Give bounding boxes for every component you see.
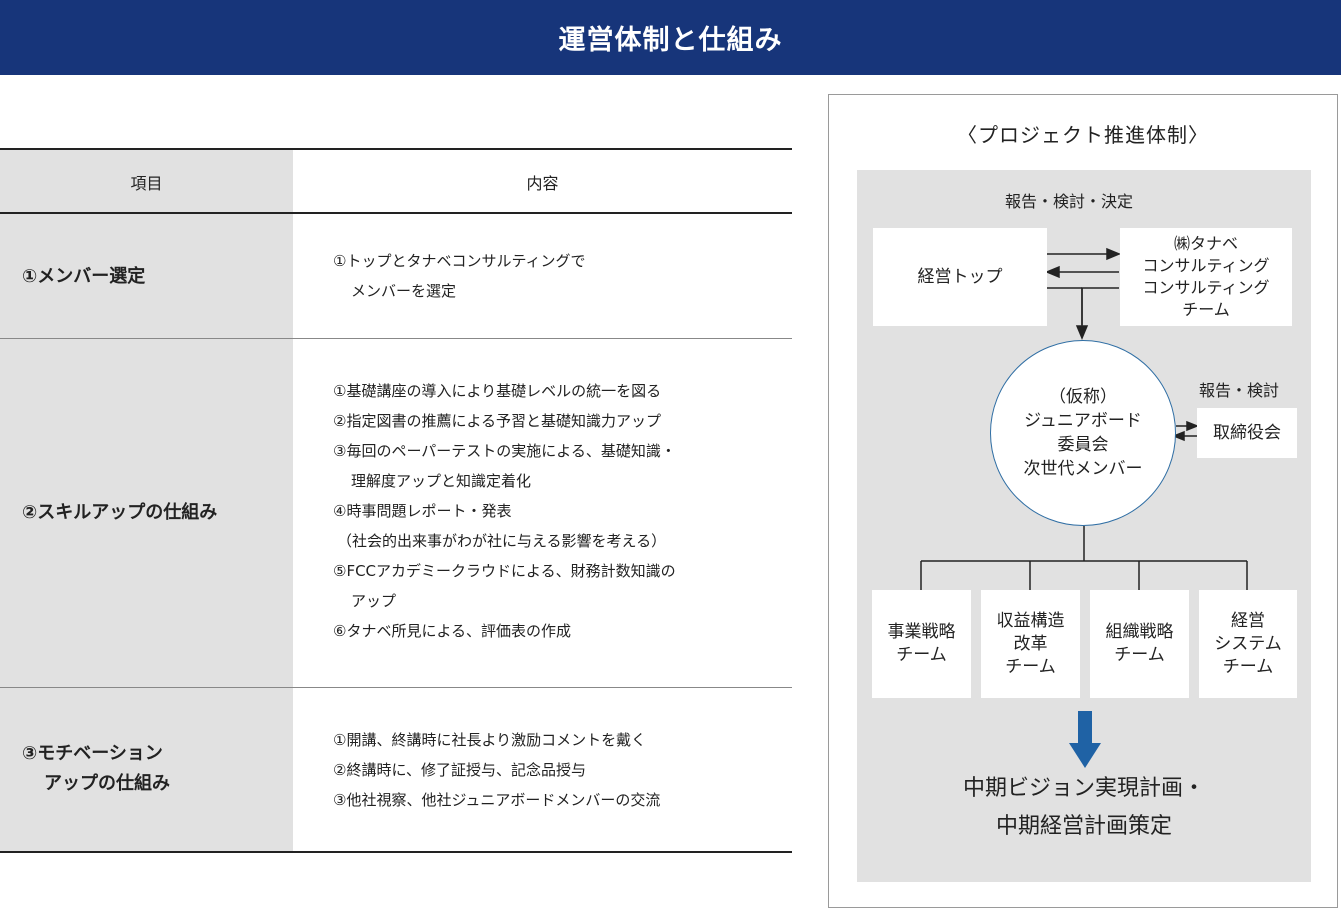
team-box-organization-strategy: 組織戦略 チーム (1090, 590, 1189, 698)
system-table: 項目 内容 ①メンバー選定 ①トップとタナベコンサルティングで メンバーを選定 … (0, 148, 792, 853)
table-row: ②スキルアップの仕組み ①基礎講座の導入により基礎レベルの統一を図る ②指定図書… (0, 339, 792, 687)
connector-lines (920, 247, 1248, 768)
board-of-directors-box: 取締役会 (1197, 408, 1297, 458)
consult-connector (1081, 287, 1119, 325)
row-content: ①トップとタナベコンサルティングで メンバーを選定 (333, 252, 586, 300)
table-header-row: 項目 内容 (0, 148, 792, 212)
page-header: 運営体制と仕組み (0, 0, 1341, 75)
table-row: ①メンバー選定 ①トップとタナベコンサルティングで メンバーを選定 (0, 214, 792, 338)
result-arrow (1069, 711, 1101, 768)
team-box-profit-structure: 収益構造 改革 チーム (981, 590, 1080, 698)
panel-title: 〈プロジェクト推進体制〉 (957, 123, 1209, 147)
column-header-content: 内容 (526, 174, 559, 193)
column-header-item: 項目 (130, 174, 163, 193)
final-goal-text: 中期ビジョン実現計画・ 中期経営計画策定 (962, 776, 1205, 839)
table-bottom-rule (0, 851, 792, 853)
row-divider (0, 687, 792, 688)
table-header-rule (0, 212, 792, 214)
row-content: ①基礎講座の導入により基礎レベルの統一を図る ②指定図書の推薦による予習と基礎知… (333, 382, 676, 640)
consulting-team-box: ㈱タナベ コンサルティング コンサルティング チーム (1120, 228, 1292, 326)
project-structure-panel: 〈プロジェクト推進体制〉 (828, 94, 1338, 908)
management-top-box: 経営トップ (873, 228, 1047, 326)
row-item-label: ②スキルアップの仕組み (22, 502, 218, 523)
team-box-business-strategy: 事業戦略 チーム (872, 590, 971, 698)
top-flow-label: 報告・検討・決定 (1005, 192, 1134, 211)
team-box-management-system: 経営 システム チーム (1199, 590, 1297, 698)
row-divider (0, 338, 792, 339)
junior-board-circle: （仮称） ジュニアボード 委員会 次世代メンバー (990, 340, 1176, 526)
side-flow-label: 報告・検討 (1199, 381, 1280, 400)
row-content: ①開講、終講時に社長より激励コメントを戴く ②終講時に、修了証授与、記念品授与 … (333, 731, 661, 809)
table-row: ③モチベーション アップの仕組み ①開講、終講時に社長より激励コメントを戴く ②… (0, 688, 792, 851)
row-item-label: ③モチベーション アップの仕組み (22, 743, 170, 794)
diagram-area: 報告・検討・決定 経営トップ ㈱タナベ コンサルティング コンサルティング チー… (857, 170, 1311, 882)
page-title: 運営体制と仕組み (558, 25, 783, 56)
row-item-label: ①メンバー選定 (22, 266, 146, 287)
table-top-rule (0, 148, 792, 150)
